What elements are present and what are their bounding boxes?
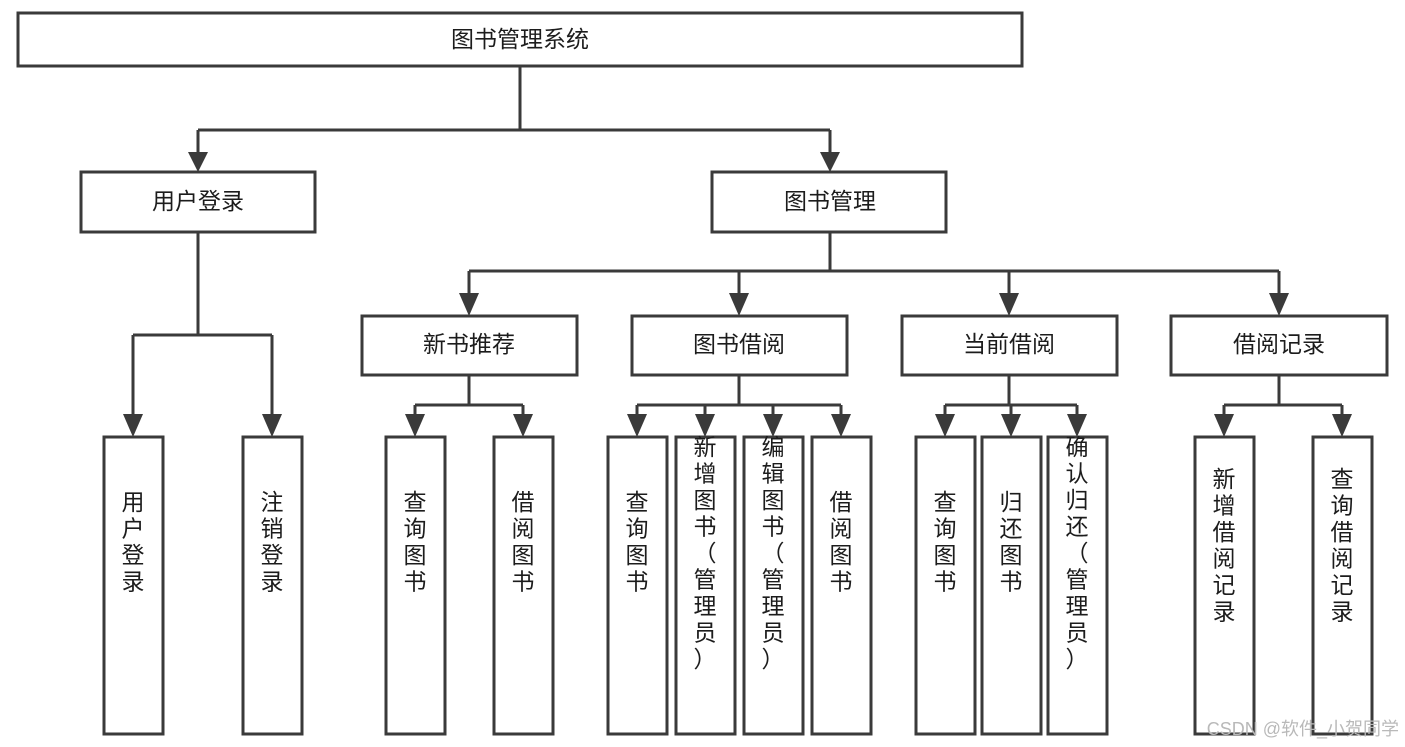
leaf-borrow-book-1-box xyxy=(492,435,555,736)
node-root-box xyxy=(16,11,1024,68)
leaf-node[interactable]: 查询图书 xyxy=(914,435,977,736)
node-book-manage-label: 图书管理 xyxy=(784,188,876,214)
connector-group-borrowrecord-to-leaves xyxy=(1214,375,1352,437)
leaf-node[interactable]: 注销登录 xyxy=(241,435,304,736)
leaf-borrow-book-2-box xyxy=(810,435,873,736)
arrow-head-borrowrecord-leaf-2 xyxy=(1332,414,1352,437)
arrow-head-current-borrow xyxy=(999,293,1019,316)
connector-group-bookmanage-to-level2 xyxy=(459,232,1289,316)
arrow-head-bookborrow-leaf-3 xyxy=(763,414,783,437)
node-book-borrow[interactable]: 图书借阅 xyxy=(630,314,849,377)
leaf-add-record-label: 新增借阅记录 xyxy=(1213,466,1236,625)
connector-group-root-to-level1 xyxy=(188,66,840,172)
leaf-borrow-book-1-label: 借阅图书 xyxy=(512,489,535,595)
leaf-return-book-box xyxy=(980,435,1043,736)
node-borrow-record-box xyxy=(1169,314,1389,377)
leaf-query-book-2-label: 查询图书 xyxy=(626,489,649,595)
arrow-head-currentborrow-leaf-3 xyxy=(1067,414,1087,437)
leaf-user-login-label: 用户登录 xyxy=(122,489,145,595)
leaf-node[interactable]: 查询图书 xyxy=(606,435,669,736)
leaf-query-record-label: 查询借阅记录 xyxy=(1331,466,1354,625)
node-borrow-record[interactable]: 借阅记录 xyxy=(1169,314,1389,377)
arrow-head-currentborrow-leaf-1 xyxy=(935,414,955,437)
arrow-head-bookborrow-leaf-4 xyxy=(831,414,851,437)
leaf-logout-box xyxy=(241,435,304,736)
arrow-head-currentborrow-leaf-2 xyxy=(1001,414,1021,437)
node-current-borrow-label: 当前借阅 xyxy=(963,331,1055,357)
node-user-login[interactable]: 用户登录 xyxy=(79,170,317,234)
node-new-book-recommend[interactable]: 新书推荐 xyxy=(360,314,579,377)
leaf-node[interactable]: 确认归还（管理员） xyxy=(1046,434,1109,736)
connector-group-currentborrow-to-leaves xyxy=(935,375,1087,437)
leaf-node[interactable]: 新增借阅记录 xyxy=(1193,435,1256,736)
node-book-manage-box xyxy=(710,170,948,234)
connector-group-newbook-to-leaves xyxy=(405,375,533,437)
leaf-node[interactable]: 查询图书 xyxy=(384,435,447,736)
arrow-head-borrowrecord-leaf-1 xyxy=(1214,414,1234,437)
arrow-head-userlogin-leaf-1 xyxy=(123,414,143,437)
leaf-return-book-label: 归还图书 xyxy=(1000,489,1023,595)
arrow-head-new-book xyxy=(459,293,479,316)
node-current-borrow[interactable]: 当前借阅 xyxy=(900,314,1119,377)
leaf-query-book-1-label: 查询图书 xyxy=(404,489,427,595)
arrow-head-book-borrow xyxy=(729,293,749,316)
arrow-head-bookborrow-leaf-2 xyxy=(695,414,715,437)
node-root[interactable]: 图书管理系统 xyxy=(16,11,1024,68)
leaf-query-book-3-box xyxy=(914,435,977,736)
leaf-confirm-return-box xyxy=(1046,435,1109,736)
leaf-borrow-book-2-label: 借阅图书 xyxy=(830,489,853,595)
leaf-query-book-3-label: 查询图书 xyxy=(934,489,957,595)
leaf-query-book-2-box xyxy=(606,435,669,736)
node-new-book-recommend-box xyxy=(360,314,579,377)
leaf-query-book-1-box xyxy=(384,435,447,736)
leaf-add-record-box xyxy=(1193,435,1256,736)
node-user-login-label: 用户登录 xyxy=(152,188,244,214)
node-current-borrow-box xyxy=(900,314,1119,377)
leaf-user-login-box xyxy=(102,435,165,736)
arrow-head-userlogin-leaf-2 xyxy=(262,414,282,437)
arrow-head-user-login xyxy=(188,152,208,172)
leaf-node[interactable]: 借阅图书 xyxy=(492,435,555,736)
leaf-node[interactable]: 用户登录 xyxy=(102,435,165,736)
watermark: CSDN @软件_小贺同学 xyxy=(1207,719,1399,740)
leaf-node[interactable]: 新增图书（管理员） xyxy=(674,434,737,736)
leaf-add-book-label: 新增图书（管理员） xyxy=(694,434,717,672)
leaf-query-record-box xyxy=(1311,435,1374,736)
leaf-node[interactable]: 查询借阅记录 xyxy=(1311,435,1374,736)
node-book-manage[interactable]: 图书管理 xyxy=(710,170,948,234)
leaf-logout-label: 注销登录 xyxy=(261,489,284,595)
leaf-node[interactable]: 归还图书 xyxy=(980,435,1043,736)
arrow-head-newbook-leaf-2 xyxy=(513,414,533,437)
node-root-label: 图书管理系统 xyxy=(451,26,589,52)
arrow-head-book-manage xyxy=(820,152,840,172)
leaf-edit-book-label: 编辑图书（管理员） xyxy=(762,434,785,672)
leaf-add-book-box xyxy=(674,435,737,736)
leaf-node[interactable]: 编辑图书（管理员） xyxy=(742,434,805,736)
arrow-head-newbook-leaf-1 xyxy=(405,414,425,437)
arrow-head-bookborrow-leaf-1 xyxy=(627,414,647,437)
node-book-borrow-box xyxy=(630,314,849,377)
node-user-login-box xyxy=(79,170,317,234)
leaf-edit-book-box xyxy=(742,435,805,736)
leaf-node[interactable]: 借阅图书 xyxy=(810,435,873,736)
leaf-confirm-return-label: 确认归还（管理员） xyxy=(1066,434,1089,672)
connector-group-bookborrow-to-leaves xyxy=(627,375,851,437)
arrow-head-borrow-record xyxy=(1269,293,1289,316)
node-new-book-recommend-label: 新书推荐 xyxy=(423,331,515,357)
node-borrow-record-label: 借阅记录 xyxy=(1233,331,1325,357)
connector-group-userlogin-to-leaves xyxy=(123,232,282,437)
node-book-borrow-label: 图书借阅 xyxy=(693,331,785,357)
